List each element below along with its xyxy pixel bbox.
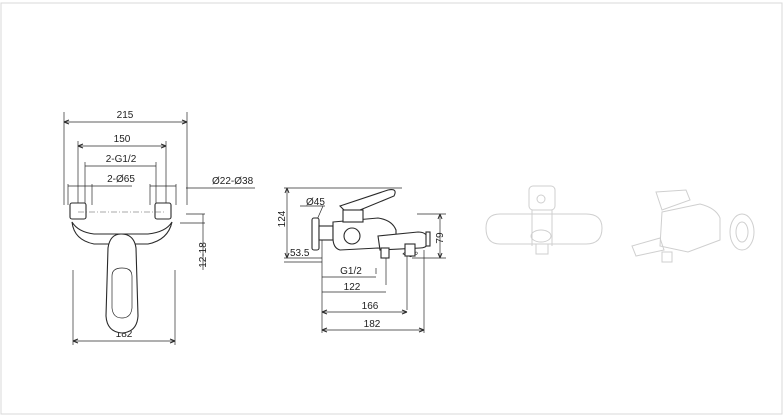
- side-spout: [377, 231, 429, 251]
- side-hose-outlet: [380, 247, 390, 259]
- perspective-front-view: [485, 185, 603, 255]
- dim-len-182: 182: [364, 319, 381, 330]
- side-lever: [338, 189, 396, 215]
- side-cartridge: [342, 209, 364, 223]
- side-wall-flange: [311, 217, 320, 251]
- dim-spout-height: 79: [435, 232, 446, 244]
- dim-offset-range: 12-18: [198, 242, 209, 268]
- dim-inlet-thread: 2-G1/2: [106, 154, 137, 165]
- dim-pipe-dia-range: Ø22-Ø38: [212, 176, 254, 187]
- front-left-nut: [69, 202, 87, 220]
- dim-len-122: 122: [344, 282, 361, 293]
- front-handle-lever: [105, 233, 139, 334]
- front-right-nut: [154, 202, 172, 220]
- front-main-body: [71, 221, 173, 245]
- side-connector: [318, 225, 334, 241]
- dim-escutcheon-dia: 2-Ø65: [107, 174, 135, 185]
- dim-height: 124: [277, 210, 288, 227]
- side-knob: [343, 227, 361, 245]
- side-view: 124 Ø45 53.5 G1/2 122 166 182 79 20°: [277, 187, 446, 333]
- dim-spout-thread: G1/2: [340, 266, 362, 277]
- dim-depth: 53.5: [290, 248, 310, 259]
- side-diverter: [404, 243, 416, 257]
- dim-overall-width: 215: [117, 110, 134, 121]
- dim-knob-dia: Ø45: [306, 197, 325, 208]
- dim-len-166: 166: [362, 301, 379, 312]
- side-spout-tip: [425, 231, 431, 247]
- perspective-side-view: [631, 189, 755, 263]
- dim-center-distance: 150: [114, 134, 131, 145]
- dim-bottom-width: 182: [116, 329, 133, 340]
- front-view: 215 150 2-G1/2 2-Ø65 Ø22-Ø38 12-18 182: [63, 110, 255, 345]
